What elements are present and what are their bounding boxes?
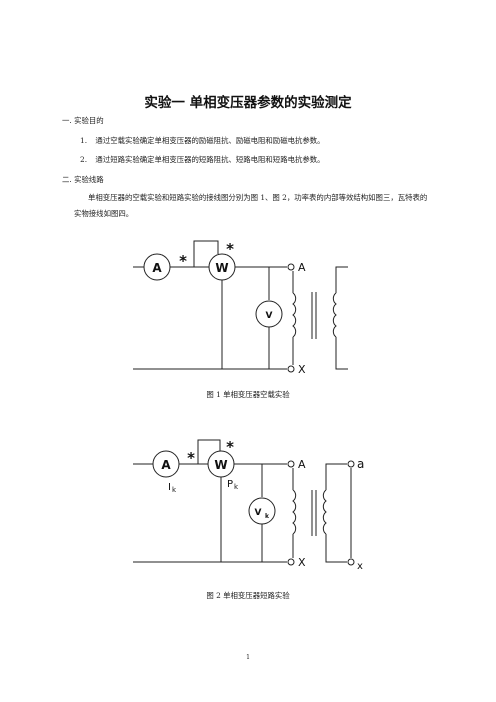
- page-number: 1: [246, 654, 250, 661]
- terminal-x-2: [347, 558, 355, 566]
- section-heading-purpose: 一. 实验目的: [62, 116, 104, 125]
- list-item-number: 1.: [80, 136, 88, 145]
- ammeter-2: [152, 450, 180, 478]
- voltmeter-1: [255, 300, 283, 328]
- page-title: 实验一 单相变压器参数的实验测定: [144, 95, 352, 111]
- wattmeter-label: W: [215, 261, 228, 275]
- voltmeter-subscript: k: [265, 513, 270, 520]
- ammeter-label: A: [152, 261, 162, 275]
- voltmeter-label: V: [255, 508, 262, 518]
- circuit-paragraph: 单相变压器的空载实验和短路实验的接线图分别为图 1、图 2，功率表的内部等效结构…: [74, 193, 428, 218]
- terminal-label-x: x: [357, 561, 363, 572]
- terminal-A-2: [287, 460, 295, 468]
- polarity-star: *: [226, 240, 234, 258]
- terminal-X-1: [287, 365, 295, 373]
- terminal-label-a: a: [357, 457, 364, 471]
- wattmeter-1: [208, 253, 236, 281]
- terminal-A-1: [287, 263, 295, 271]
- terminal-label-X: X: [298, 363, 306, 376]
- terminal-label-X: X: [298, 556, 306, 569]
- polarity-star: *: [187, 449, 195, 467]
- terminal-label-A: A: [298, 458, 306, 471]
- ammeter-1: [143, 253, 171, 281]
- voltmeter-2: [248, 497, 276, 525]
- current-subscript: k: [172, 486, 177, 494]
- current-label: I: [168, 482, 171, 493]
- list-item-1: 1. 通过空载实验确定单相变压器的励磁阻抗、励磁电阻和励磁电抗参数。: [80, 136, 325, 146]
- power-subscript: k: [234, 483, 239, 491]
- list-item-number: 2.: [80, 155, 88, 164]
- ammeter-label: A: [161, 458, 171, 472]
- wattmeter-2: [207, 450, 235, 478]
- voltmeter-label: V: [266, 311, 273, 321]
- figure-2-caption: 图 2 单相变压器短路实验: [206, 591, 290, 600]
- terminal-label-A: A: [298, 261, 306, 274]
- list-item-text: 通过短路实验确定单相变压器的短路阻抗、短路电阻和短路电抗参数。: [95, 155, 325, 164]
- polarity-star: *: [179, 252, 187, 270]
- wattmeter-label: W: [214, 458, 227, 472]
- polarity-star: *: [226, 438, 234, 456]
- list-item-text: 通过空载实验确定单相变压器的励磁阻抗、励磁电阻和励磁电抗参数。: [95, 136, 325, 145]
- section-heading-circuit: 二. 实验线路: [62, 175, 104, 184]
- power-label: P: [227, 479, 233, 490]
- terminal-X-2: [287, 558, 295, 566]
- terminal-a-2: [347, 460, 355, 468]
- figure-1-caption: 图 1 单相变压器空载实验: [206, 390, 290, 399]
- list-item-2: 2. 通过短路实验确定单相变压器的短路阻抗、短路电阻和短路电抗参数。: [80, 155, 325, 165]
